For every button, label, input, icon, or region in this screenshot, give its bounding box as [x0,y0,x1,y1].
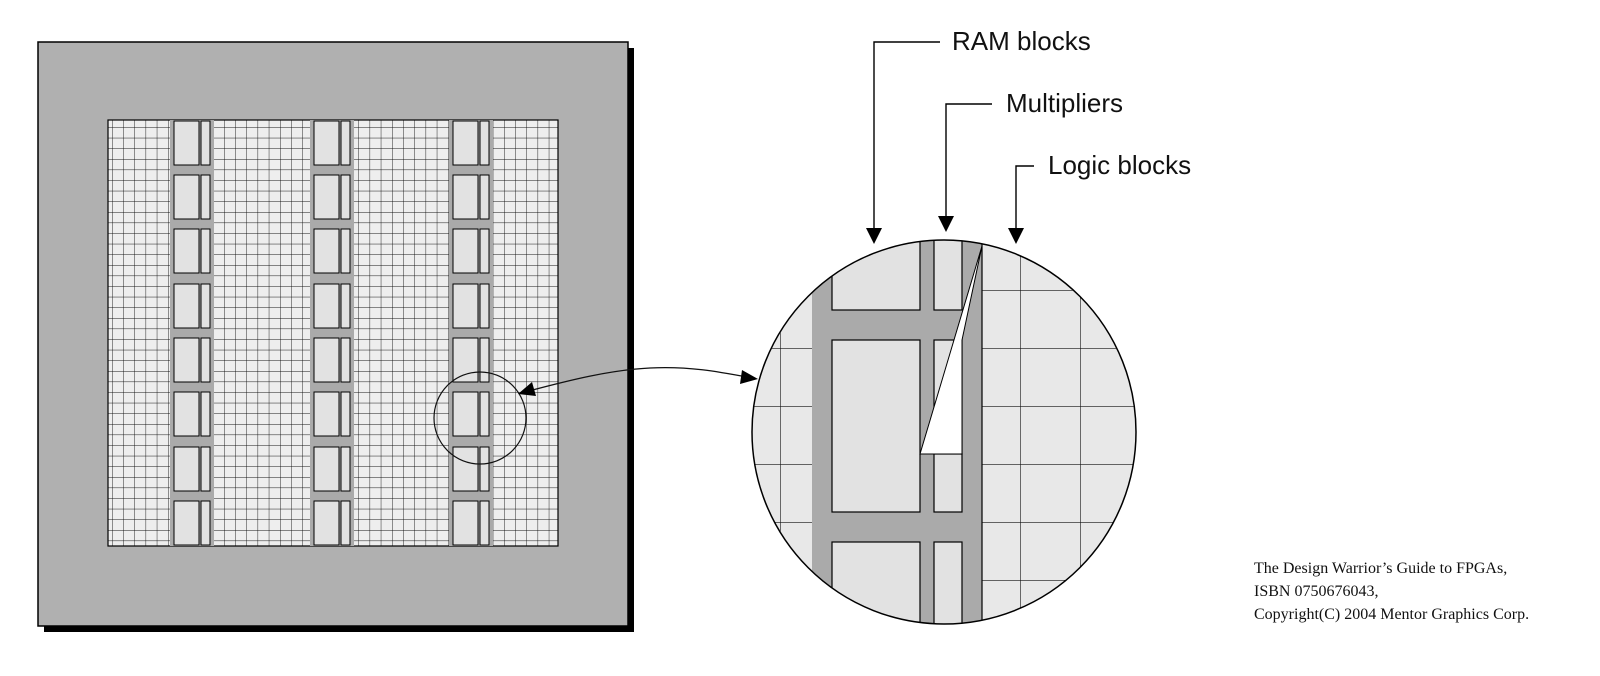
multiplier-block [200,391,211,437]
ram-block [452,391,479,437]
multiplier-block [479,391,490,437]
ram-block [313,500,340,546]
ram-block [173,174,200,220]
credit-line-2: ISBN 0750676043, [1254,583,1378,600]
ram-block [313,283,340,329]
ram-block [313,174,340,220]
ram-block [313,120,340,166]
magnifier-circle [433,371,527,465]
multiplier-block [200,174,211,220]
zoom-connector [518,366,758,396]
multiplier-block [200,283,211,329]
multipliers-arrow-icon [938,216,954,232]
fpga-chip [37,41,634,632]
multiplier-block [479,228,490,274]
zoom-circle-outline [751,239,1137,625]
ram-block [173,120,200,166]
ram-block [313,391,340,437]
arrowhead-left-icon [518,382,536,396]
multiplier-block [479,337,490,383]
multiplier-block [340,120,351,166]
ram-block [173,500,200,546]
credit-line-1: The Design Warrior’s Guide to FPGAs, [1254,560,1507,577]
zoom-ram-block [831,240,921,311]
logic-blocks-label: Logic blocks [1048,150,1191,180]
ram-blocks-label: RAM blocks [952,26,1091,56]
logic-leader [1015,165,1034,228]
ram-block [173,228,200,274]
ram-block [313,337,340,383]
multipliers-label: Multipliers [1006,88,1123,118]
multiplier-block [200,228,211,274]
ram-block [173,283,200,329]
ram-block [452,228,479,274]
ram-block [173,337,200,383]
ram-block [173,446,200,492]
multiplier-block [340,337,351,383]
ram-leader [873,41,940,230]
multiplier-block [340,446,351,492]
callouts: RAM blocks Multipliers Logic blocks [866,26,1191,244]
multiplier-block [340,500,351,546]
multiplier-block [479,500,490,546]
ram-block [452,283,479,329]
zoom-multiplier-block [933,541,963,624]
ram-block [452,337,479,383]
multiplier-block [340,228,351,274]
ram-multiplier-columns [170,120,493,546]
zoom-logic-left [752,240,812,624]
multiplier-block [340,174,351,220]
multiplier-block [200,446,211,492]
ram-block [452,174,479,220]
arrowhead-right-icon [740,370,758,384]
multiplier-block [479,120,490,166]
ram-block [452,500,479,546]
ram-block [173,391,200,437]
credit-line-3: Copyright(C) 2004 Mentor Graphics Corp. [1254,606,1529,623]
multiplier-block [340,391,351,437]
ram-block [452,446,479,492]
multipliers-leader [945,103,992,218]
ram-arrow-icon [866,228,882,244]
credit-block: The Design Warrior’s Guide to FPGAs, ISB… [1254,560,1529,623]
ram-block [452,120,479,166]
multiplier-block [200,337,211,383]
ram-block [313,446,340,492]
multiplier-block [340,283,351,329]
multiplier-block [479,283,490,329]
logic-arrow-icon [1008,228,1024,244]
zoom-multiplier-block [933,240,963,311]
ram-block [313,228,340,274]
multiplier-block [200,120,211,166]
multiplier-block [200,500,211,546]
multiplier-block [479,446,490,492]
zoom-ram-block [831,541,921,624]
multiplier-block [479,174,490,220]
zoom-ram-block [831,339,921,513]
zoom-multiplier-block [933,453,963,513]
zoom-view [751,239,1137,625]
